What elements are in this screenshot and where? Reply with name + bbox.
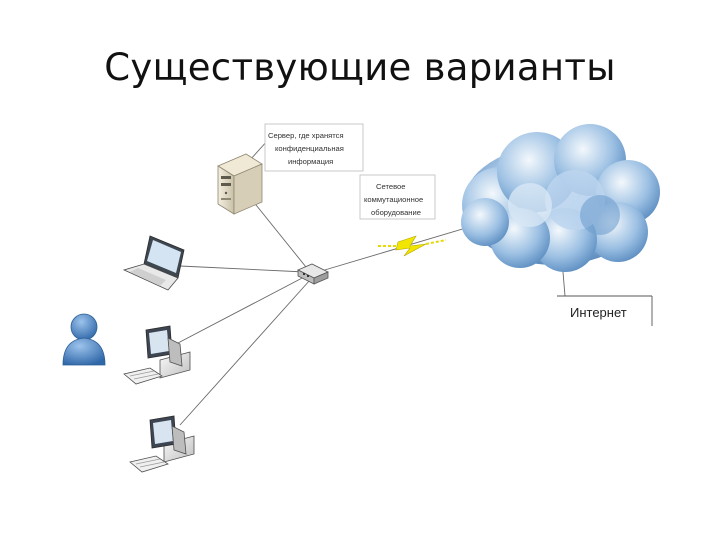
server-callout: Сервер, где хранятся конфиденциальная ин… bbox=[264, 123, 364, 172]
server-label-line2: конфиденциальная bbox=[275, 144, 344, 153]
server-icon bbox=[217, 153, 263, 215]
desktop-icon bbox=[129, 415, 195, 473]
slide-title: Существующие варианты bbox=[104, 46, 616, 89]
switch-label-line3: оборудование bbox=[371, 208, 421, 217]
internet-label-bracket: Интернет bbox=[557, 295, 653, 326]
cloud-icon bbox=[461, 124, 660, 272]
user-icon bbox=[62, 313, 106, 366]
switch-label-line1: Сетевое bbox=[376, 182, 405, 191]
switch-label-line2: коммутационное bbox=[364, 195, 423, 204]
server-label-line3: информация bbox=[288, 157, 333, 166]
link-server-switch bbox=[247, 194, 311, 273]
link-desktop1-switch bbox=[177, 275, 307, 344]
lightning-icon bbox=[378, 235, 447, 257]
switch-callout: Сетевое коммутационное оборудование bbox=[359, 174, 436, 220]
link-laptop-switch bbox=[179, 265, 306, 273]
link-desktop2-switch bbox=[179, 279, 311, 426]
internet-label: Интернет bbox=[570, 305, 627, 320]
server-label-line1: Сервер, где хранятся bbox=[268, 131, 344, 140]
network-switch-icon bbox=[297, 263, 329, 285]
desktop-icon bbox=[123, 325, 191, 385]
laptop-icon bbox=[122, 235, 185, 291]
